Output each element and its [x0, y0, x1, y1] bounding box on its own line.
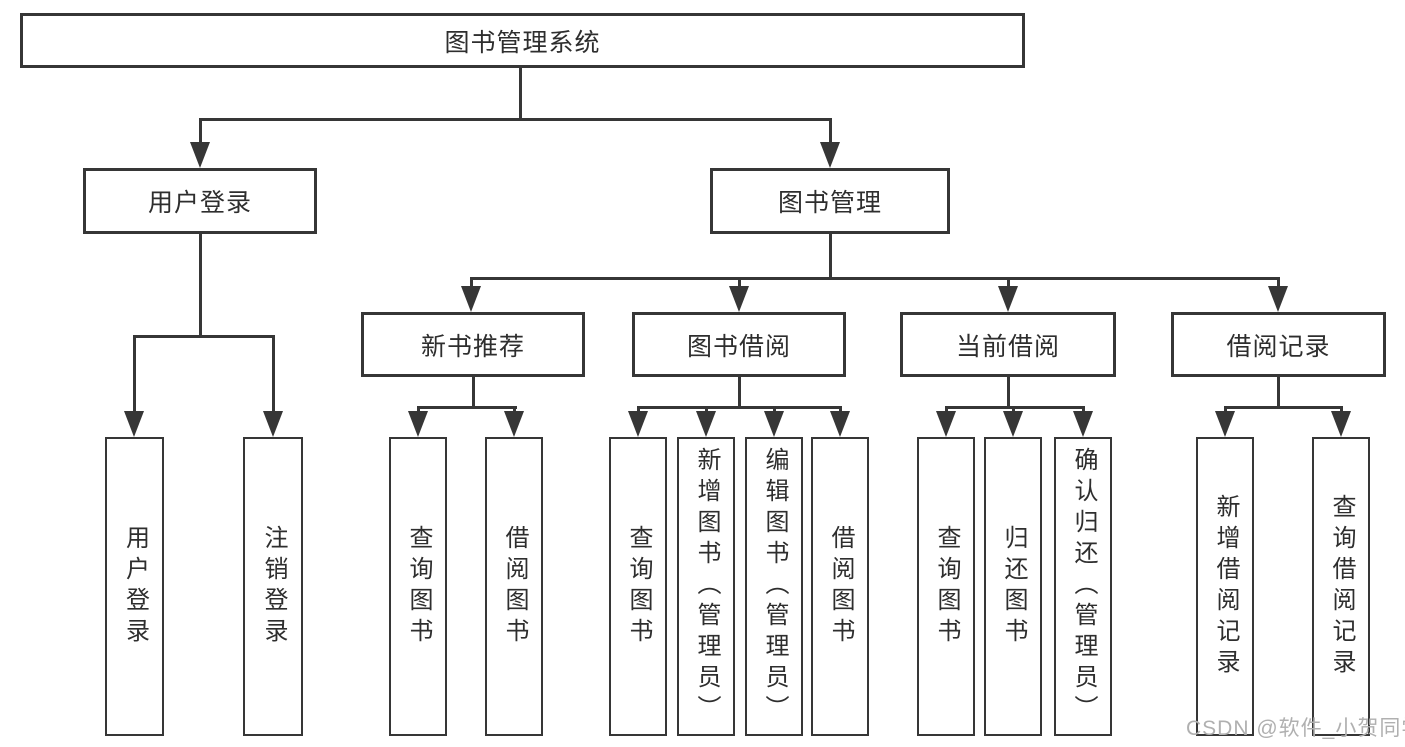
leaf-return-book: 归还图书	[984, 437, 1042, 736]
connector-mgmt-subtree-vertical	[829, 234, 832, 279]
arrowhead-leaf	[1073, 411, 1093, 437]
watermark: CSDN @软件_小贺同学	[1186, 717, 1405, 740]
connector-user-login-shaft	[199, 120, 202, 146]
node-book-borrowing: 图书借阅	[632, 312, 846, 377]
leaf-edit-book-admin: 编辑图书（管理员）	[745, 437, 803, 736]
arrowhead-user-login	[190, 142, 210, 168]
connector-borrowing-spread	[637, 406, 842, 409]
arrowhead-leaf	[936, 411, 956, 437]
leaf-logout: 注销登录	[243, 437, 303, 736]
arrowhead-leaf-login	[124, 411, 144, 437]
leaf-borrow-books-borrowing: 借阅图书	[811, 437, 869, 736]
node-root-label: 图书管理系统	[444, 28, 601, 57]
leaf-confirm-return-admin: 确认归还（管理员）	[1054, 437, 1112, 736]
arrowhead-records	[1268, 286, 1288, 312]
connector-book-mgmt-shaft	[829, 120, 832, 146]
connector-borrowing-down	[738, 377, 741, 409]
node-book-management-label: 图书管理	[777, 189, 882, 217]
connector-level2-horizontal	[199, 118, 832, 121]
leaf-add-book-admin-label: 新增图书（管理员）	[693, 447, 720, 726]
leaf-query-books-borrowing: 查询图书	[609, 437, 667, 736]
leaf-borrow-books-recommend-label: 借阅图书	[501, 524, 528, 649]
arrowhead-leaf	[1003, 411, 1023, 437]
leaf-return-book-label: 归还图书	[1000, 524, 1027, 649]
leaf-query-books-current-label: 查询图书	[933, 524, 960, 649]
arrowhead-leaf	[628, 411, 648, 437]
node-new-book-recommendation: 新书推荐	[361, 312, 585, 377]
arrowhead-current	[998, 286, 1018, 312]
connector-user-subtree-vertical	[199, 234, 202, 337]
leaf-user-login-label: 用户登录	[121, 524, 149, 649]
arrowhead-leaf	[408, 411, 428, 437]
node-book-borrowing-label: 图书借阅	[686, 332, 791, 361]
leaf-borrow-books-borrowing-label: 借阅图书	[827, 524, 854, 649]
node-user-login-label: 用户登录	[147, 189, 252, 217]
arrowhead-leaf	[764, 411, 784, 437]
arrowhead-leaf	[1215, 411, 1235, 437]
connector-records-shaft	[1277, 279, 1280, 289]
arrowhead-leaf	[830, 411, 850, 437]
connector-current-down	[1007, 377, 1010, 409]
arrowhead-recommend	[461, 286, 481, 312]
leaf-edit-book-admin-label: 编辑图书（管理员）	[761, 447, 788, 726]
connector-recommend-shaft	[470, 279, 473, 289]
node-new-book-recommendation-label: 新书推荐	[420, 332, 525, 361]
leaf-query-books-current: 查询图书	[917, 437, 975, 736]
leaf-query-borrow-record: 查询借阅记录	[1312, 437, 1370, 736]
connector-borrowing-shaft	[738, 279, 741, 289]
node-borrowing-records-label: 借阅记录	[1226, 332, 1331, 361]
node-current-borrowing: 当前借阅	[900, 312, 1116, 377]
node-borrowing-records: 借阅记录	[1171, 312, 1386, 377]
arrowhead-leaf	[504, 411, 524, 437]
connector-records-spread	[1224, 406, 1343, 409]
connector-current-spread	[945, 406, 1085, 409]
leaf-confirm-return-admin-label: 确认归还（管理员）	[1070, 447, 1097, 726]
arrowhead-borrowing	[729, 286, 749, 312]
leaf-add-borrow-record-label: 新增借阅记录	[1212, 493, 1239, 680]
node-book-management: 图书管理	[710, 168, 950, 234]
connector-leaf-logout-shaft	[272, 337, 275, 415]
leaf-query-books-borrowing-label: 查询图书	[625, 524, 652, 649]
leaf-logout-label: 注销登录	[260, 524, 287, 649]
leaf-add-borrow-record: 新增借阅记录	[1196, 437, 1254, 736]
leaf-user-login: 用户登录	[105, 437, 164, 736]
arrowhead-book-mgmt	[820, 142, 840, 168]
connector-root-vertical	[519, 68, 522, 120]
arrowhead-leaf	[1331, 411, 1351, 437]
leaf-query-books-recommend: 查询图书	[389, 437, 447, 736]
connector-level3-horizontal	[470, 277, 1280, 280]
connector-recommend-spread	[417, 406, 517, 409]
node-root: 图书管理系统	[20, 13, 1025, 68]
leaf-borrow-books-recommend: 借阅图书	[485, 437, 543, 736]
node-current-borrowing-label: 当前借阅	[955, 332, 1060, 361]
leaf-query-borrow-record-label: 查询借阅记录	[1328, 493, 1355, 680]
leaf-add-book-admin: 新增图书（管理员）	[677, 437, 735, 736]
arrowhead-leaf-logout	[263, 411, 283, 437]
connector-user-subtree-horizontal	[133, 335, 275, 338]
connector-records-down	[1277, 377, 1280, 409]
arrowhead-leaf	[696, 411, 716, 437]
connector-leaf-login-shaft	[133, 337, 136, 415]
connector-current-shaft	[1007, 279, 1010, 289]
connector-recommend-down	[472, 377, 475, 409]
leaf-query-books-recommend-label: 查询图书	[405, 524, 432, 649]
node-user-login: 用户登录	[83, 168, 317, 234]
